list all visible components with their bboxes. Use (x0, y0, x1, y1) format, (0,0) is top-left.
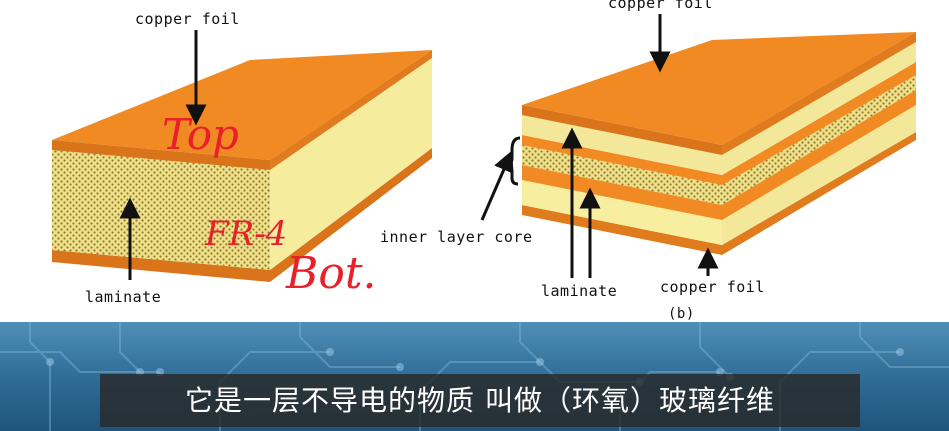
right-top-copper (522, 32, 916, 145)
right-copper-foil-bottom-label: copper foil (660, 278, 765, 296)
left-laminate-front (52, 150, 270, 270)
circuit-pattern (0, 322, 949, 431)
left-laminate-side (270, 58, 432, 270)
right-core-weave (522, 75, 916, 205)
left-top-copper-side-edge (270, 50, 432, 170)
right-copper-foil-top-label: copper foil (608, 0, 713, 12)
left-bottom-copper (52, 148, 432, 282)
right-top-copper-side-edge (722, 32, 916, 155)
right-top-copper-front-edge (522, 105, 722, 155)
arrow-inner-core (480, 150, 514, 221)
left-top-copper-front-edge (52, 140, 270, 170)
annotation-fr4: FR-4 (205, 214, 288, 254)
right-core-copper-bottom (522, 90, 916, 220)
left-top-copper (52, 50, 432, 160)
annotation-top: Top (162, 110, 239, 159)
inner-layer-core-label: inner layer core (380, 228, 533, 246)
left-copper-foil-label: copper foil (135, 10, 240, 28)
right-laminate-upper (522, 42, 916, 175)
left-board (52, 50, 432, 282)
arrows (119, 14, 719, 280)
annotation-bot: Bot. (286, 248, 377, 299)
figure-caption: (b) (668, 306, 695, 322)
left-laminate-label: laminate (85, 288, 162, 306)
right-stack (522, 32, 916, 255)
right-laminate-label: laminate (541, 282, 618, 300)
subtitle-text: 它是一层不导电的物质 叫做（环氧）玻璃纤维 (185, 384, 775, 417)
core-bracket (505, 136, 521, 186)
subtitle-background (100, 374, 860, 427)
